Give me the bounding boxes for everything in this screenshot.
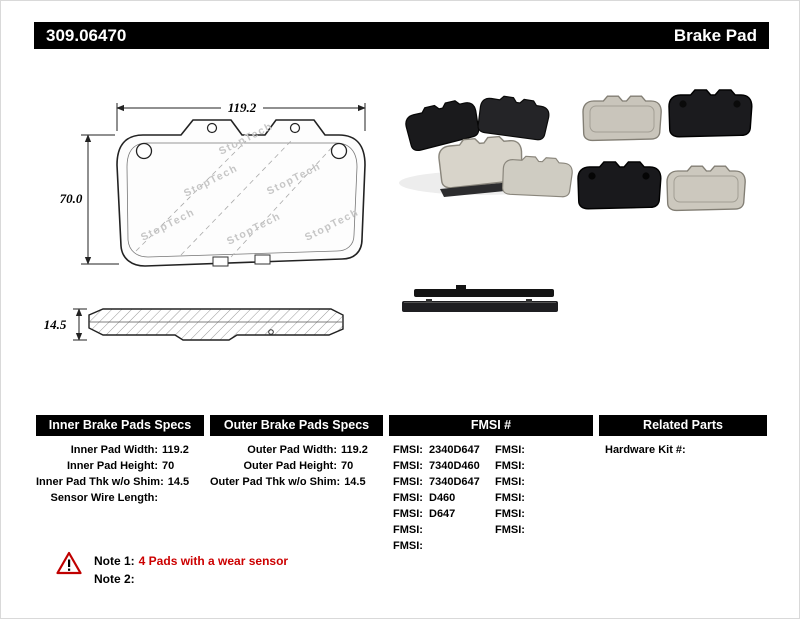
related-row: Hardware Kit #: [605, 442, 765, 458]
thickness-dimension: 14.5 [44, 308, 87, 341]
fmsi-row: FMSI: [495, 522, 591, 538]
spec-value: 14.5 [344, 476, 366, 488]
width-dimension: 119.2 [116, 100, 366, 131]
photo-pad-edge-view [402, 285, 558, 312]
product-type-title: Brake Pad [673, 25, 757, 45]
technical-drawing: StopTech StopTech StopTech StopTech Stop… [44, 100, 366, 341]
width-dim-label: 119.2 [228, 100, 257, 115]
pad-side-view [88, 308, 344, 341]
spec-label: Inner Pad Height: [66, 460, 158, 472]
spec-value: 70 [341, 460, 354, 472]
spec-label: Inner Pad Thk w/o Shim: [36, 476, 164, 488]
photo-pad-set-angled [399, 92, 574, 200]
fmsi-column-left: FMSI: 2340D647 FMSI: 7340D460 FMSI: 7340D64… [393, 442, 493, 554]
fmsi-row: FMSI: [393, 538, 493, 554]
fmsi-label: FMSI: [393, 540, 423, 552]
spec-row: Inner Pad Width: 119.2 [36, 442, 204, 458]
fmsi-value: D460 [429, 492, 456, 504]
fmsi-label: FMSI: [393, 524, 423, 536]
fmsi-value: 7340D647 [429, 476, 480, 488]
note-2-label: Note 2: [94, 572, 135, 586]
inner-specs-header: Inner Brake Pads Specs [36, 415, 204, 436]
fmsi-label: FMSI: [393, 460, 423, 472]
outer-specs-column: Outer Pad Width: 119.2 Outer Pad Height: 7… [210, 442, 383, 490]
spec-label: Sensor Wire Length: [50, 492, 158, 504]
product-photos [399, 89, 753, 312]
fmsi-row: FMSI: [495, 490, 591, 506]
fmsi-label: FMSI: [393, 476, 423, 488]
fmsi-row: FMSI: D647 [393, 506, 493, 522]
fmsi-row: FMSI: [495, 474, 591, 490]
spec-value: 119.2 [341, 444, 368, 456]
header-bar: 309.06470 Brake Pad [34, 22, 769, 49]
fmsi-label: FMSI: [393, 492, 423, 504]
pad-front-view: StopTech StopTech StopTech StopTech Stop… [116, 119, 366, 267]
note-2: Note 2: [94, 572, 135, 586]
spec-value: 14.5 [167, 476, 190, 488]
fmsi-row: FMSI: [393, 522, 493, 538]
spec-label: Outer Pad Thk w/o Shim: [210, 476, 341, 488]
warning-triangle-icon [56, 551, 82, 575]
thickness-dim-label: 14.5 [44, 317, 67, 332]
sensor-hole [268, 329, 274, 335]
spec-label: Outer Pad Width: [247, 444, 337, 456]
mounting-hole [135, 142, 153, 160]
spec-value: 119.2 [162, 444, 189, 456]
spec-value: 70 [162, 460, 175, 472]
fmsi-label: FMSI: [393, 508, 423, 520]
spec-row: Outer Pad Height: 70 [210, 458, 383, 474]
fmsi-row: FMSI: 7340D647 [393, 474, 493, 490]
height-dim-label: 70.0 [60, 191, 83, 206]
fmsi-label: FMSI: [393, 444, 423, 456]
fmsi-label: FMSI: [495, 460, 525, 472]
fmsi-label: FMSI: [495, 508, 525, 520]
fmsi-column-right: FMSI: FMSI: FMSI: FMSI: FMSI: FMSI: [495, 442, 591, 538]
fmsi-label: FMSI: [495, 476, 525, 488]
fmsi-value: 7340D460 [429, 460, 480, 472]
fmsi-row: FMSI: [495, 458, 591, 474]
fmsi-value: D647 [429, 508, 456, 520]
fmsi-header: FMSI # [389, 415, 593, 436]
outer-specs-header: Outer Brake Pads Specs [210, 415, 383, 436]
fmsi-row: FMSI: 7340D460 [393, 458, 493, 474]
spec-row: Inner Pad Thk w/o Shim:14.5 [36, 474, 204, 490]
fmsi-row: FMSI: D460 [393, 490, 493, 506]
mounting-hole [330, 142, 348, 160]
part-number: 309.06470 [46, 25, 127, 45]
ear-hole [206, 122, 218, 134]
bottom-tab [254, 254, 271, 265]
spec-row: Sensor Wire Length: [36, 490, 204, 506]
bottom-tab [212, 256, 229, 267]
fmsi-row: FMSI: 2340D647 [393, 442, 493, 458]
height-dimension: 70.0 [60, 134, 119, 265]
spec-label: Inner Pad Width: [70, 444, 158, 456]
related-parts-column: Hardware Kit #: [605, 442, 765, 458]
spec-row: Inner Pad Height: 70 [36, 458, 204, 474]
related-label: Hardware Kit #: [605, 444, 686, 456]
related-parts-header: Related Parts [599, 415, 767, 436]
photo-pad-set-grid [577, 89, 753, 212]
fmsi-value: 2340D647 [429, 444, 480, 456]
spec-row: Outer Pad Thk w/o Shim:14.5 [210, 474, 383, 490]
note-1-label: Note 1: [94, 554, 135, 568]
note-1: Note 1:4 Pads with a wear sensor [94, 554, 288, 568]
ear-hole [289, 122, 301, 134]
fmsi-row: FMSI: [495, 506, 591, 522]
fmsi-label: FMSI: [495, 492, 525, 504]
fmsi-label: FMSI: [495, 444, 525, 456]
inner-specs-column: Inner Pad Width: 119.2 Inner Pad Height: 7… [36, 442, 204, 506]
note-1-text: 4 Pads with a wear sensor [138, 554, 289, 568]
fmsi-label: FMSI: [495, 524, 525, 536]
spec-row: Outer Pad Width: 119.2 [210, 442, 383, 458]
spec-label: Outer Pad Height: [243, 460, 337, 472]
fmsi-row: FMSI: [495, 442, 591, 458]
